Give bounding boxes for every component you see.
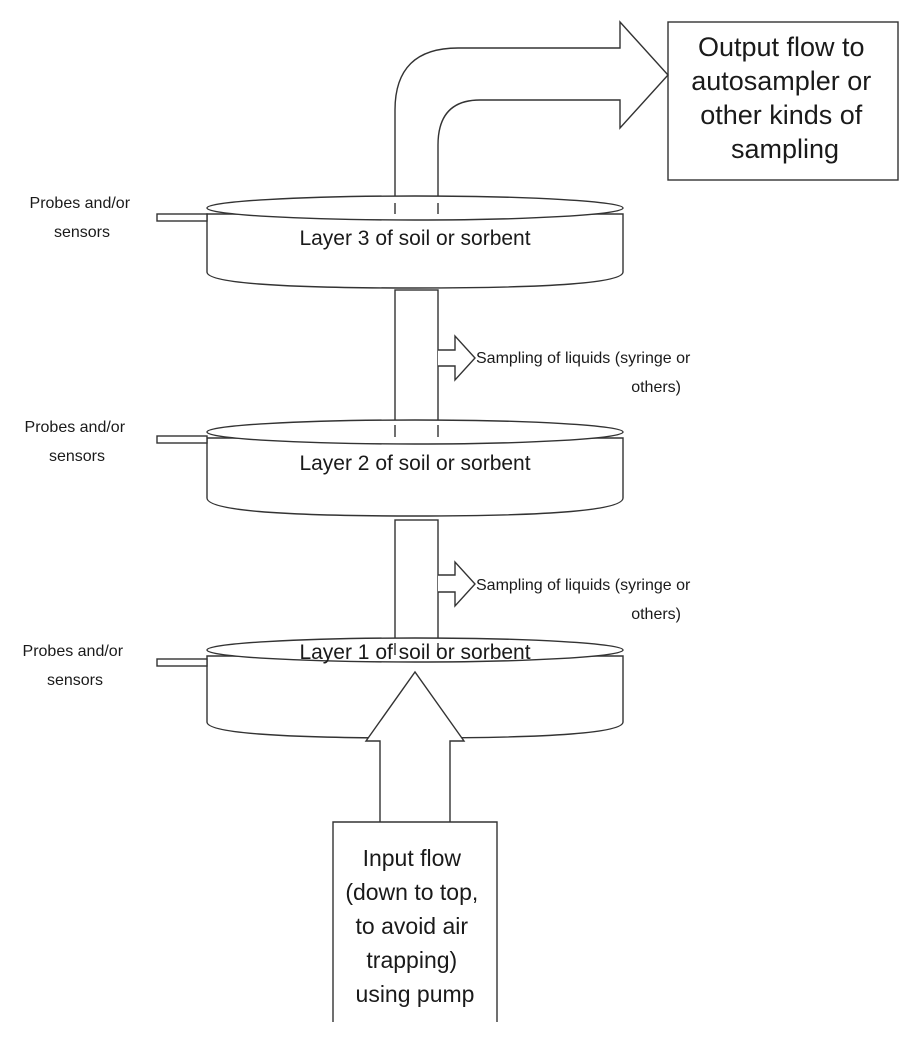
sampling-arrow-lower xyxy=(438,560,476,608)
probe-stub-2 xyxy=(156,435,208,444)
layer-2-cylinder: Layer 2 of soil or sorbent xyxy=(206,419,624,517)
layer-3-label: Layer 3 of soil or sorbent xyxy=(299,227,530,250)
probes-label-2: Probes and/or sensors xyxy=(25,419,130,465)
output-arrow xyxy=(394,20,669,203)
input-text: Input flow (down to top, to avoid air tr… xyxy=(345,845,484,1007)
layer-3-cylinder: Layer 3 of soil or sorbent xyxy=(206,195,624,289)
output-box xyxy=(667,21,899,181)
layer-2-label: Layer 2 of soil or sorbent xyxy=(299,452,530,475)
probe-stub-3 xyxy=(156,213,208,222)
probes-label-1: Probes and/or sensors xyxy=(23,643,128,689)
layer-1-label: Layer 1 of soil or sorbent xyxy=(299,641,530,664)
output-text: Output flow to autosampler or other kind… xyxy=(691,32,879,164)
probes-label-3: Probes and/or sensors xyxy=(30,195,135,241)
sampling-label-lower: Sampling of liquids (syringe or others) xyxy=(476,577,695,623)
sampling-label-upper: Sampling of liquids (syringe or others) xyxy=(476,350,695,396)
connector-3-2 xyxy=(394,289,439,431)
probe-stub-1 xyxy=(156,658,208,667)
sampling-arrow-upper xyxy=(438,334,476,382)
